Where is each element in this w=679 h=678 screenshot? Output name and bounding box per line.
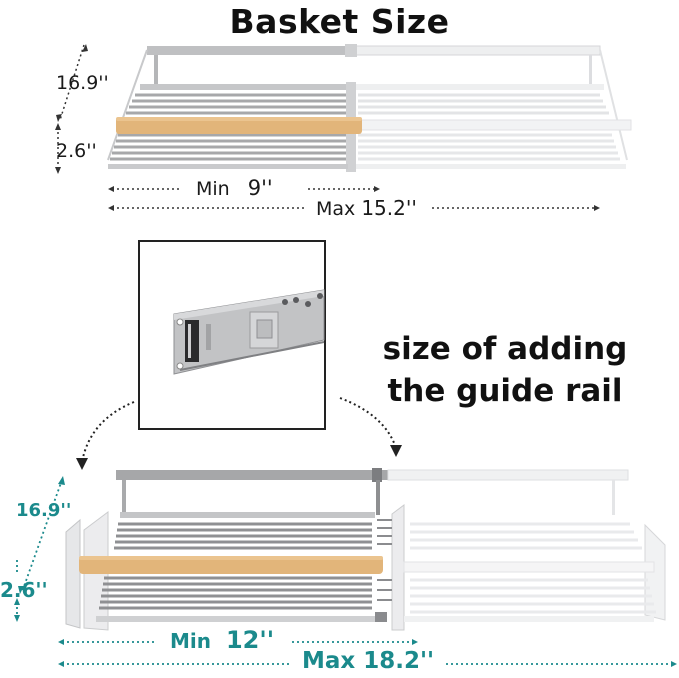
guide-rail-inset <box>138 240 326 430</box>
guide-rail-image <box>173 289 325 375</box>
guide-rail-caption: size of adding the guide rail <box>382 331 628 409</box>
wood-handle <box>79 556 383 574</box>
min-width-label: Min 9'' <box>196 176 273 200</box>
depth-label: 16.9'' <box>16 500 72 521</box>
arrow-down-icon <box>76 458 88 470</box>
wood-handle <box>116 117 362 134</box>
height-label: 2.6'' <box>56 140 97 162</box>
height-label: 2.6'' <box>0 578 48 602</box>
max-width-label: Max 18.2'' <box>302 648 435 674</box>
page-title: Basket Size <box>229 2 450 41</box>
min-width-label: Min 12'' <box>170 626 275 654</box>
max-width-label: Max 15.2'' <box>316 196 417 220</box>
arrow-down-icon <box>390 445 402 457</box>
depth-label: 16.9'' <box>56 72 109 94</box>
